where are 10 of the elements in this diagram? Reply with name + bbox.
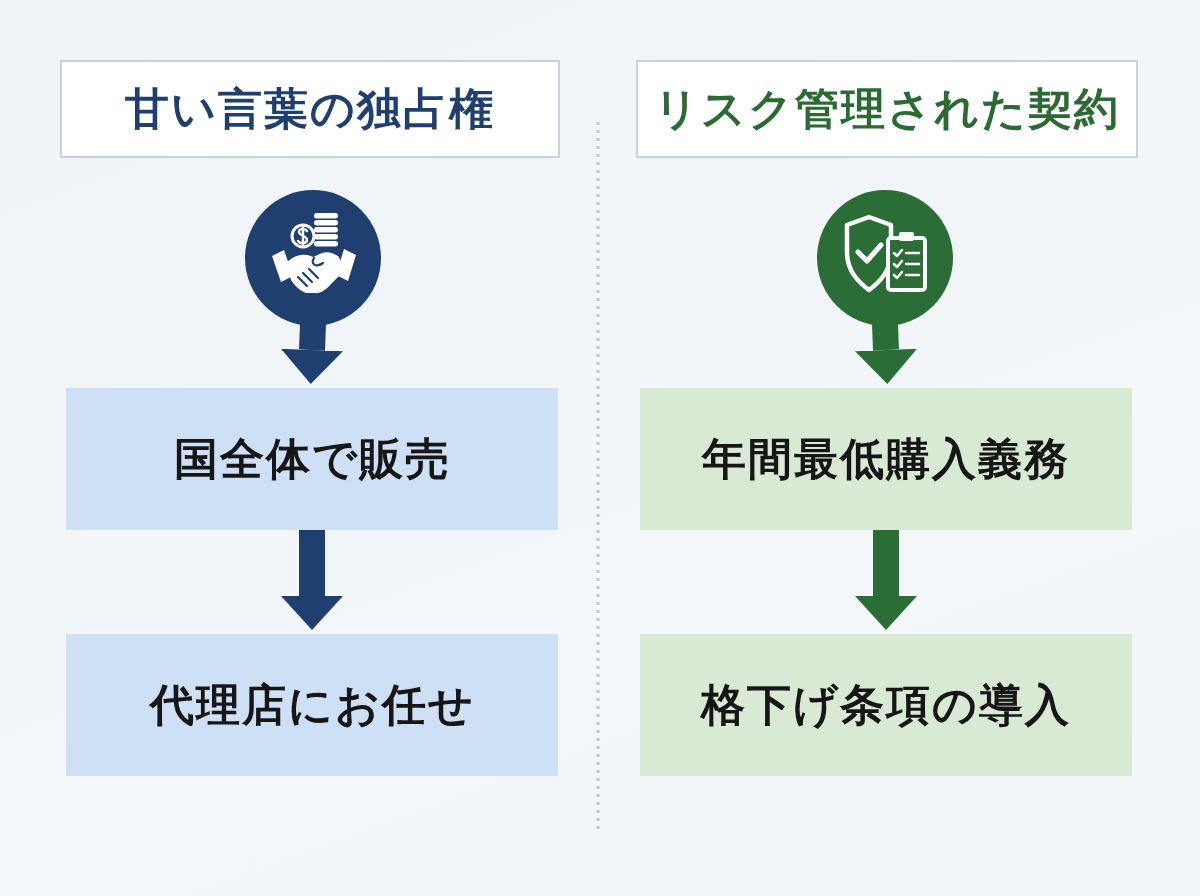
heading-box: リスク管理された契約 <box>636 60 1138 158</box>
arrow <box>281 323 343 384</box>
process-box: 格下げ条項の導入 <box>640 634 1132 776</box>
heading-box: 甘い言葉の独占権 <box>60 60 560 158</box>
process-box: 代理店にお任せ <box>66 634 558 776</box>
arrow <box>855 323 917 384</box>
process-box: 年間最低購入義務 <box>640 388 1132 530</box>
process-box: 国全体で販売 <box>66 388 558 530</box>
arrow <box>281 530 343 630</box>
arrow <box>855 530 917 630</box>
